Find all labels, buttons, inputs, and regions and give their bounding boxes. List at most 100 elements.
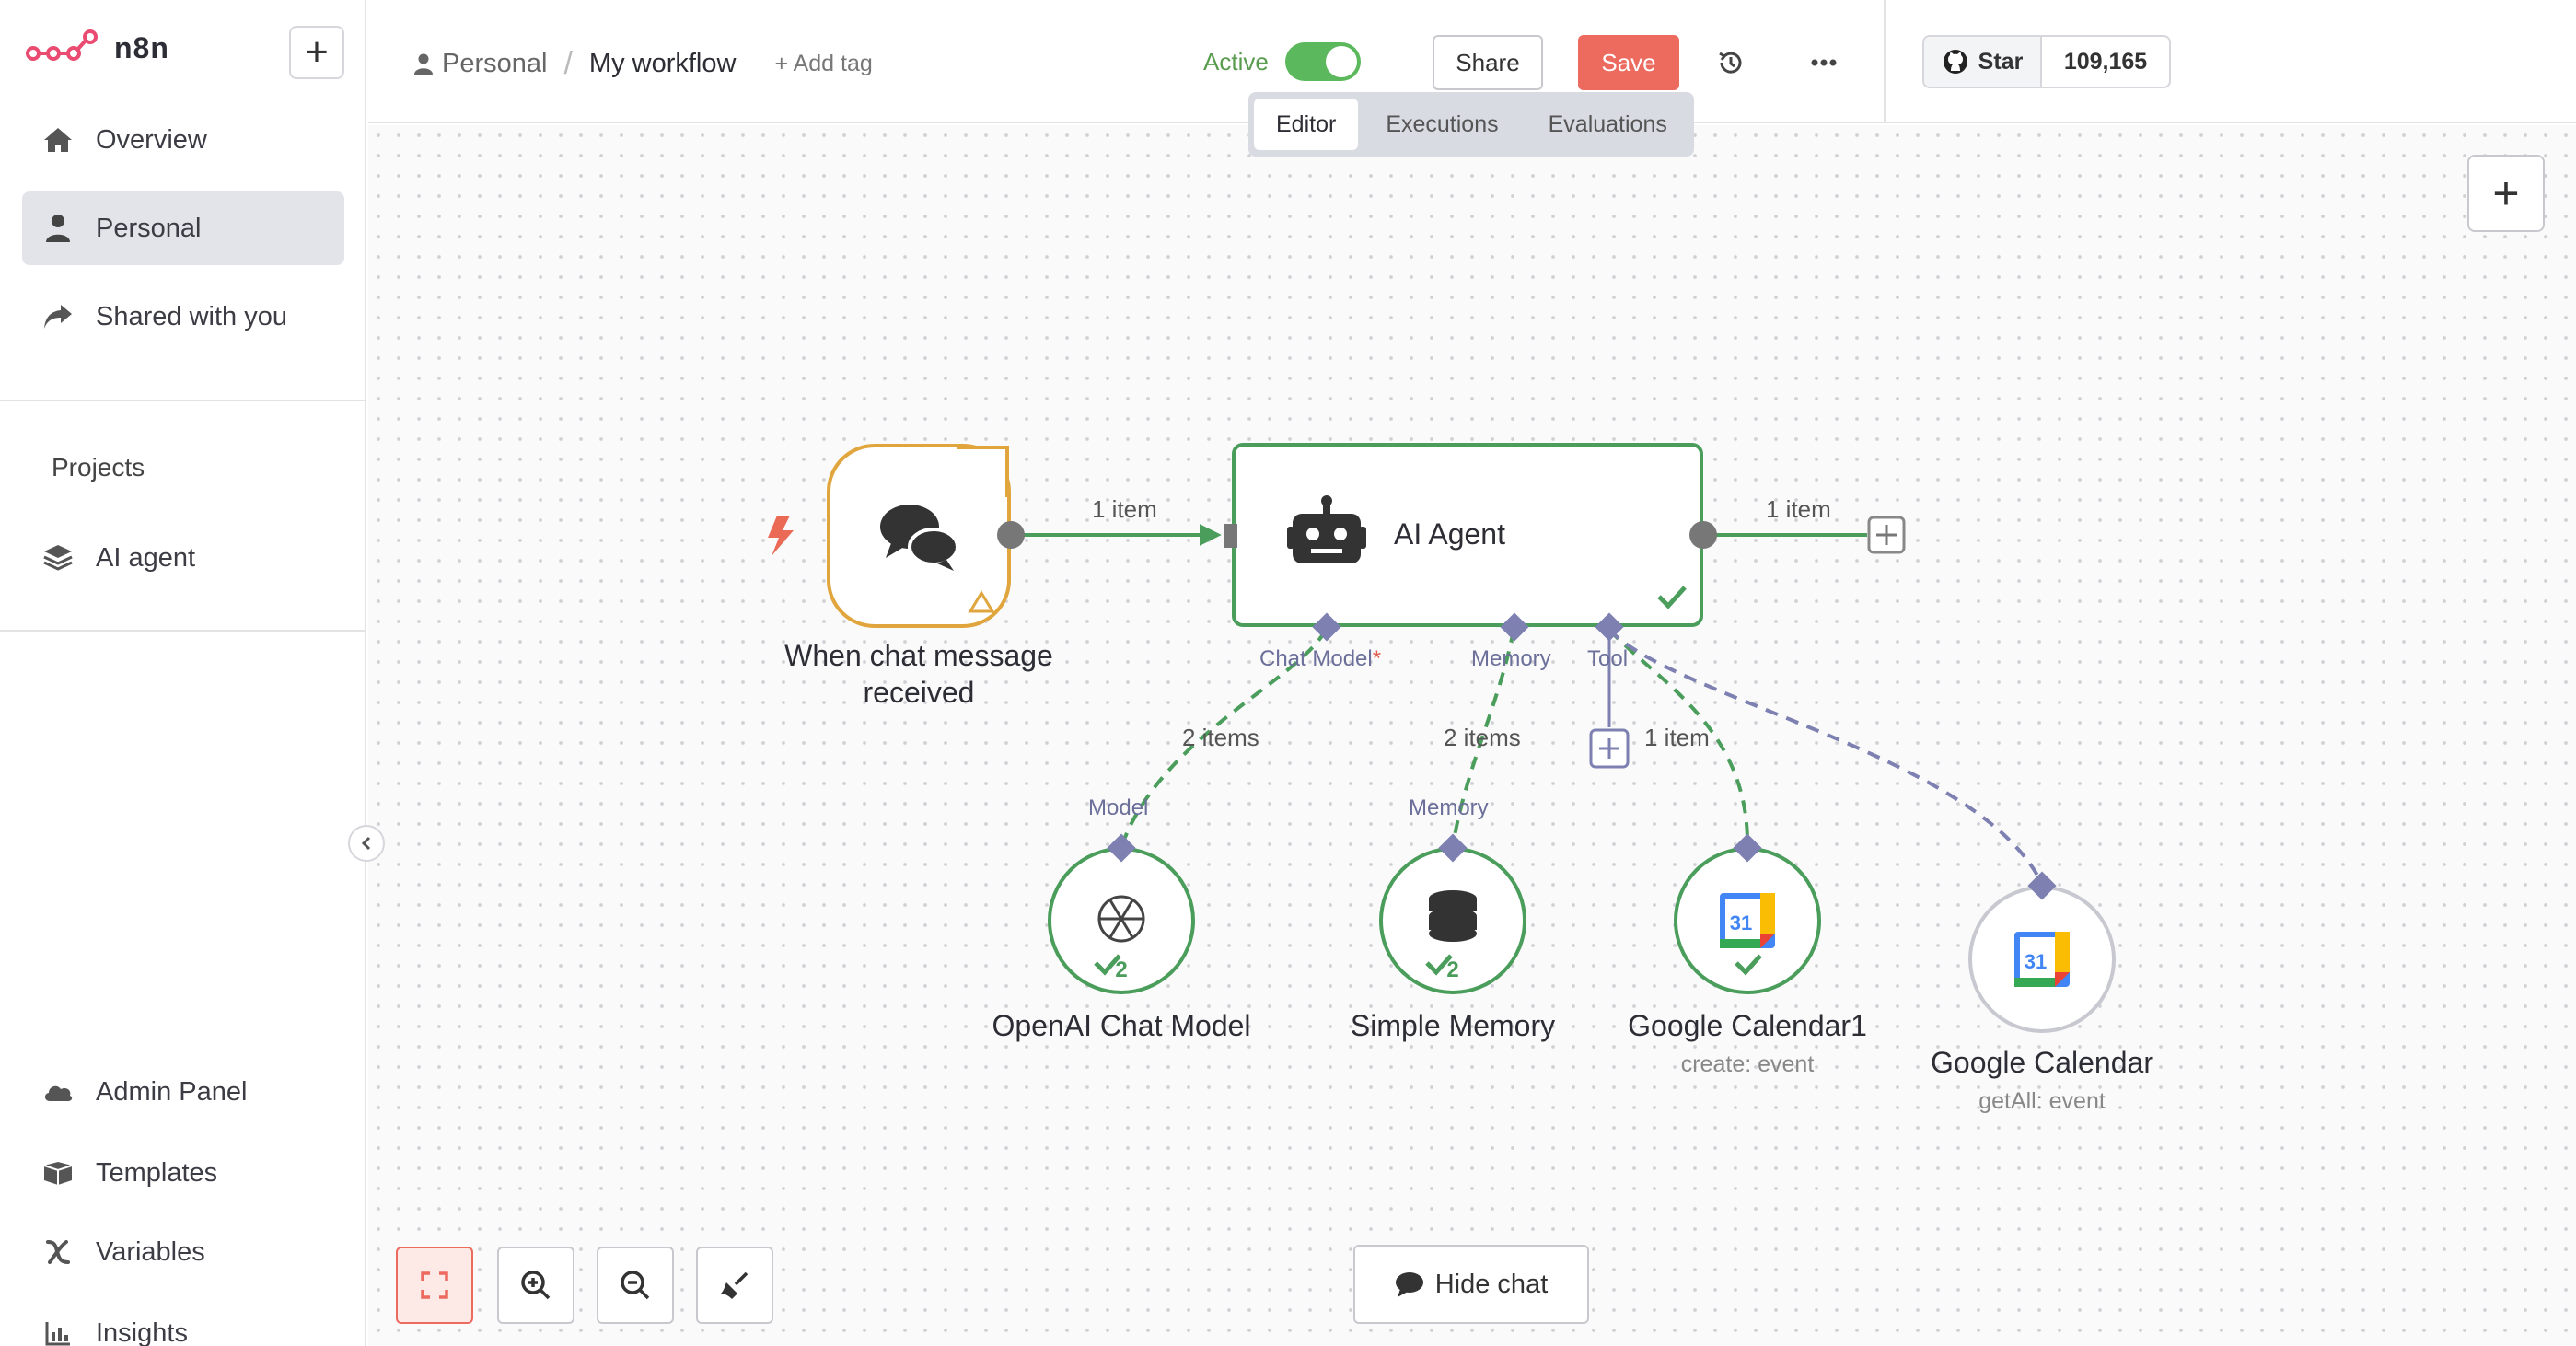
add-next-node-button[interactable]	[1867, 516, 1906, 554]
hide-chat-button[interactable]: Hide chat	[1353, 1245, 1589, 1324]
zoom-in-button[interactable]	[497, 1247, 574, 1324]
sidebar-item-label: Insights	[96, 1317, 188, 1346]
collapse-sidebar-button[interactable]	[348, 825, 385, 862]
sidebar-item-overview[interactable]: Overview	[22, 103, 344, 177]
trigger-node-label: When chat message received	[764, 637, 1073, 711]
history-icon	[1719, 52, 1742, 74]
github-icon	[1943, 50, 1967, 74]
edge-label-chat-model: 2 items	[1182, 724, 1259, 751]
history-button[interactable]	[1711, 42, 1751, 83]
openai-run-count: 2	[1115, 957, 1128, 982]
active-toggle[interactable]	[1285, 42, 1361, 81]
workflow-canvas[interactable]	[368, 125, 2576, 1346]
toggle-knob	[1326, 46, 1357, 77]
variable-icon	[42, 1236, 74, 1268]
calendar-node-label: Google Calendar	[1931, 1046, 2153, 1079]
openai-node-label: OpenAI Chat Model	[992, 1009, 1251, 1042]
breadcrumb-separator: /	[563, 46, 573, 81]
trigger-node[interactable]	[827, 444, 1011, 628]
box-icon	[42, 1157, 74, 1189]
sidebar-item-templates[interactable]: Templates	[22, 1138, 344, 1208]
trigger-label-line1: When chat message	[784, 639, 1053, 672]
workflow-name[interactable]: My workflow	[588, 49, 737, 78]
sidebar-item-shared[interactable]: Shared with you	[22, 280, 344, 354]
sidebar-divider	[0, 630, 366, 632]
n8n-logo[interactable]: n8n	[26, 28, 169, 68]
zoom-out-button[interactable]	[597, 1247, 674, 1324]
ai-agent-label: AI Agent	[1394, 517, 1505, 551]
edge-label-agent-out: 1 item	[1766, 495, 1831, 523]
user-icon	[42, 213, 74, 244]
tab-evaluations[interactable]: Evaluations	[1548, 110, 1667, 137]
memory-run-count: 2	[1446, 957, 1459, 982]
sidebar-item-label: Variables	[96, 1236, 205, 1267]
add-node-button[interactable]: +	[2467, 155, 2545, 232]
more-options-button[interactable]	[1801, 42, 1847, 83]
sidebar-item-variables[interactable]: Variables	[22, 1217, 344, 1287]
projects-heading: Projects	[52, 453, 145, 482]
active-label: Active	[1203, 48, 1269, 75]
layers-icon	[42, 542, 74, 574]
n8n-logo-icon	[26, 29, 98, 61]
sidebar-item-label: AI agent	[96, 542, 196, 573]
fit-view-icon	[421, 1271, 448, 1299]
github-star[interactable]: Star	[1924, 37, 2042, 87]
chat-bubble-icon	[1395, 1272, 1423, 1297]
sidebar-item-label: Shared with you	[96, 301, 287, 331]
save-button[interactable]: Save	[1578, 35, 1679, 90]
chat-model-port-label: Chat Model*	[1259, 646, 1381, 672]
tidy-up-button[interactable]	[696, 1247, 773, 1324]
zoom-out-icon	[621, 1271, 650, 1300]
sidebar-item-label: Admin Panel	[96, 1076, 248, 1107]
fit-view-button[interactable]	[396, 1247, 473, 1324]
memory-node-label: Simple Memory	[1350, 1009, 1556, 1042]
sidebar-item-label: Templates	[96, 1157, 218, 1188]
chart-icon	[42, 1317, 74, 1346]
tool-port-label: Tool	[1587, 646, 1629, 671]
model-input-label: Model	[1088, 795, 1149, 820]
github-star-label: Star	[1978, 48, 2024, 75]
chevron-left-icon	[361, 836, 371, 851]
sidebar-divider	[0, 400, 366, 401]
memory-input-label: Memory	[1409, 795, 1489, 820]
ellipsis-icon	[1811, 59, 1837, 66]
share-button[interactable]: Share	[1433, 35, 1543, 90]
edge-label-memory: 2 items	[1444, 724, 1521, 751]
breadcrumb-project-label: Personal	[442, 49, 548, 78]
broom-icon	[721, 1271, 748, 1299]
github-star-count: 109,165	[2063, 48, 2148, 75]
zoom-in-icon	[521, 1271, 551, 1300]
sidebar-item-insights[interactable]: Insights	[22, 1298, 344, 1346]
memory-port-label: Memory	[1471, 646, 1551, 671]
share-icon	[42, 301, 74, 332]
sidebar-item-label: Overview	[96, 124, 207, 155]
calendar1-node-subtitle: create: event	[1680, 1051, 1815, 1077]
sidebar: n8n + Overview Personal Shared with you …	[0, 0, 366, 1346]
edge-label-tool: 1 item	[1644, 724, 1710, 751]
add-tag-button[interactable]: + Add tag	[774, 51, 873, 76]
edge-label-trigger: 1 item	[1092, 495, 1157, 523]
calendar-node-subtitle: getAll: event	[1978, 1088, 2106, 1114]
hide-chat-label: Hide chat	[1434, 1269, 1549, 1299]
chat-model-port-text: Chat Model	[1259, 646, 1373, 671]
user-icon	[414, 53, 433, 75]
breadcrumb: Personal / My workflow + Add tag	[414, 46, 873, 82]
calendar1-node-label: Google Calendar1	[1628, 1009, 1867, 1042]
github-star-button[interactable]: Star 109,165	[1922, 35, 2171, 88]
add-tool-button[interactable]	[1589, 728, 1630, 769]
tab-editor[interactable]: Editor	[1254, 99, 1359, 150]
tab-executions[interactable]: Executions	[1386, 110, 1499, 137]
cloud-icon	[42, 1076, 74, 1108]
sidebar-item-ai-agent[interactable]: AI agent	[22, 521, 344, 595]
google-calendar-node[interactable]	[1968, 886, 2116, 1033]
view-tabs: Editor Executions Evaluations	[1248, 92, 1694, 157]
app-name: n8n	[114, 30, 169, 64]
breadcrumb-project[interactable]: Personal	[414, 49, 547, 79]
google-calendar1-node[interactable]	[1674, 847, 1821, 994]
sidebar-item-personal[interactable]: Personal	[22, 191, 344, 265]
sidebar-item-admin-panel[interactable]: Admin Panel	[22, 1057, 344, 1127]
trigger-label-line2: received	[863, 676, 975, 709]
sidebar-item-label: Personal	[96, 213, 202, 243]
header-divider	[1884, 0, 1886, 123]
create-button[interactable]: +	[289, 26, 344, 79]
